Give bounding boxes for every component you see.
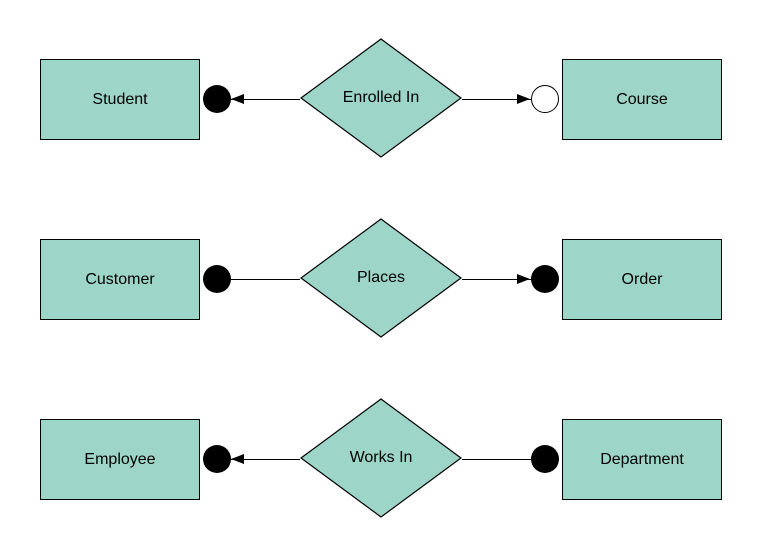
- filled-circle-terminator: [203, 445, 231, 473]
- relationship-label: Enrolled In: [342, 89, 420, 106]
- entity-employee-label: Employee: [84, 450, 156, 468]
- entity-course: Course: [562, 59, 722, 140]
- relationship-label: Places: [356, 269, 406, 286]
- relationship-diamond-works-in: Works In: [300, 398, 462, 518]
- arrowhead-left-icon: [231, 94, 244, 104]
- entity-order-label: Order: [621, 270, 663, 288]
- connector-line: [462, 279, 531, 280]
- filled-circle-terminator: [531, 445, 559, 473]
- arrowhead-left-icon: [231, 454, 244, 464]
- entity-course-label: Course: [616, 90, 668, 108]
- open-circle-terminator: [531, 85, 559, 113]
- entity-employee: Employee: [40, 419, 200, 500]
- relationship-diamond-enrolled-in: Enrolled In: [300, 38, 462, 158]
- entity-department: Department: [562, 419, 722, 500]
- relationship-diamond-places: Places: [300, 218, 462, 338]
- filled-circle-terminator: [203, 265, 231, 293]
- entity-student: Student: [40, 59, 200, 140]
- connector-line: [462, 99, 531, 100]
- diamond-shape: [300, 398, 462, 518]
- connector-line: [231, 459, 300, 460]
- arrowhead-right-icon: [517, 274, 530, 284]
- er-row-customer-order: Customer Places Order: [0, 218, 761, 338]
- connector-line: [462, 459, 531, 460]
- entity-customer-label: Customer: [85, 270, 155, 288]
- er-row-employee-department: Employee Works In Department: [0, 398, 761, 518]
- er-row-student-course: Student Enrolled In Course: [0, 38, 761, 158]
- entity-customer: Customer: [40, 239, 200, 320]
- filled-circle-terminator: [203, 85, 231, 113]
- diamond-shape: [300, 38, 462, 158]
- filled-circle-terminator: [531, 265, 559, 293]
- relationship-label: Works In: [349, 449, 413, 466]
- connector-line: [231, 99, 300, 100]
- entity-department-label: Department: [600, 450, 684, 468]
- diamond-shape: [300, 218, 462, 338]
- connector-line: [231, 279, 300, 280]
- arrowhead-right-icon: [517, 94, 530, 104]
- entity-order: Order: [562, 239, 722, 320]
- entity-student-label: Student: [92, 90, 148, 108]
